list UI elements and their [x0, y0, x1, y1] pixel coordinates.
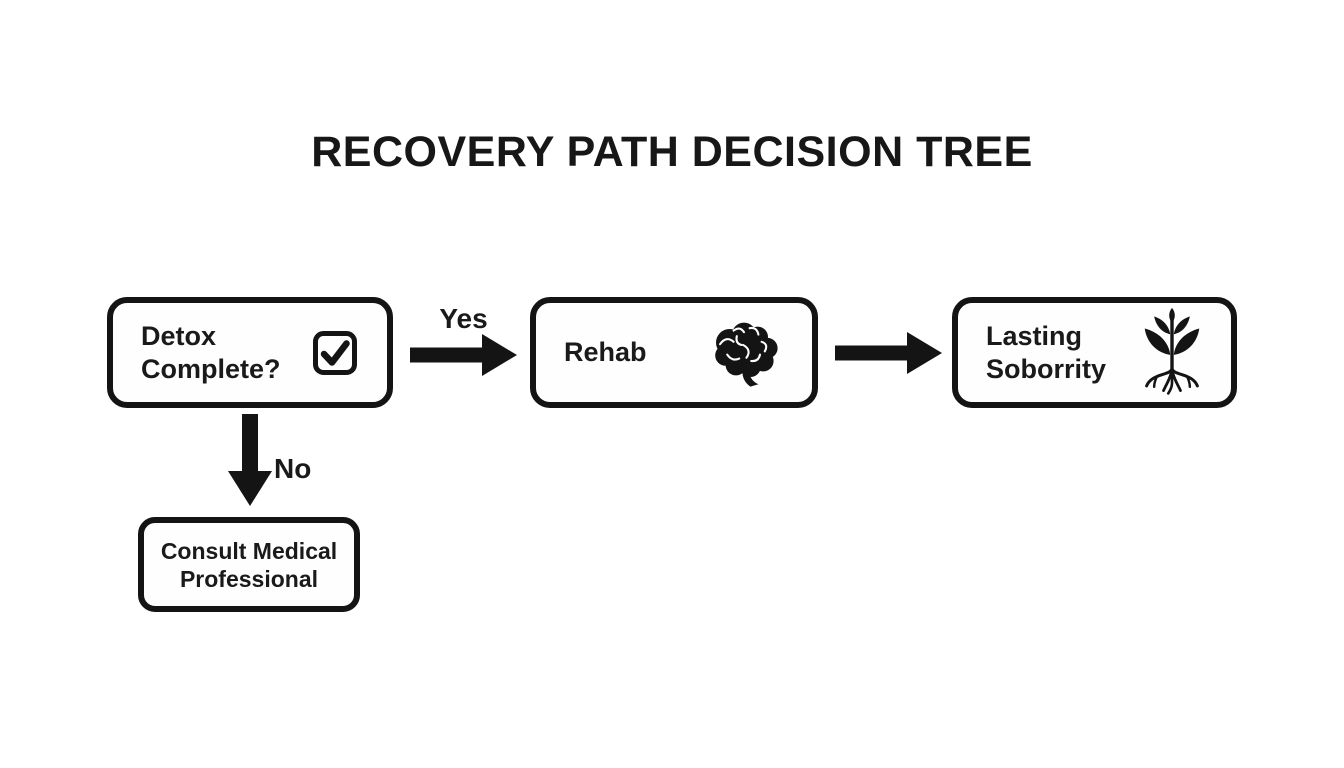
- brain-icon: [704, 315, 784, 391]
- arrow-yes-icon: [410, 333, 517, 377]
- node-detox-label: Detox Complete?: [141, 320, 281, 386]
- arrow-right-icon: [835, 331, 942, 375]
- node-lasting-sobriety: Lasting Soborrity: [952, 297, 1237, 408]
- node-rehab-label: Rehab: [564, 337, 647, 367]
- node-consult-line1: Consult Medical: [160, 537, 338, 564]
- node-detox-line2: Complete?: [141, 353, 281, 384]
- node-outcome-label: Lasting Soborrity: [986, 320, 1106, 386]
- arrow-no-icon: [227, 414, 273, 507]
- node-consult-line2: Professional: [179, 565, 319, 592]
- node-consult-label: Consult Medical Professional: [161, 537, 337, 593]
- node-consult-medical: Consult Medical Professional: [138, 517, 360, 612]
- node-outcome-line2: Soborrity: [986, 353, 1107, 384]
- node-detox-complete: Detox Complete?: [107, 297, 393, 408]
- plant-roots-icon: [1141, 306, 1203, 400]
- checkbox-checked-icon: [311, 329, 359, 377]
- node-outcome-line1: Lasting: [986, 320, 1083, 351]
- node-rehab: Rehab: [530, 297, 818, 408]
- edge-yes-label: Yes: [439, 303, 488, 334]
- page-title: RECOVERY PATH DECISION TREE: [311, 128, 1033, 176]
- edge-no-label: No: [274, 453, 312, 484]
- node-detox-line1: Detox: [141, 320, 217, 351]
